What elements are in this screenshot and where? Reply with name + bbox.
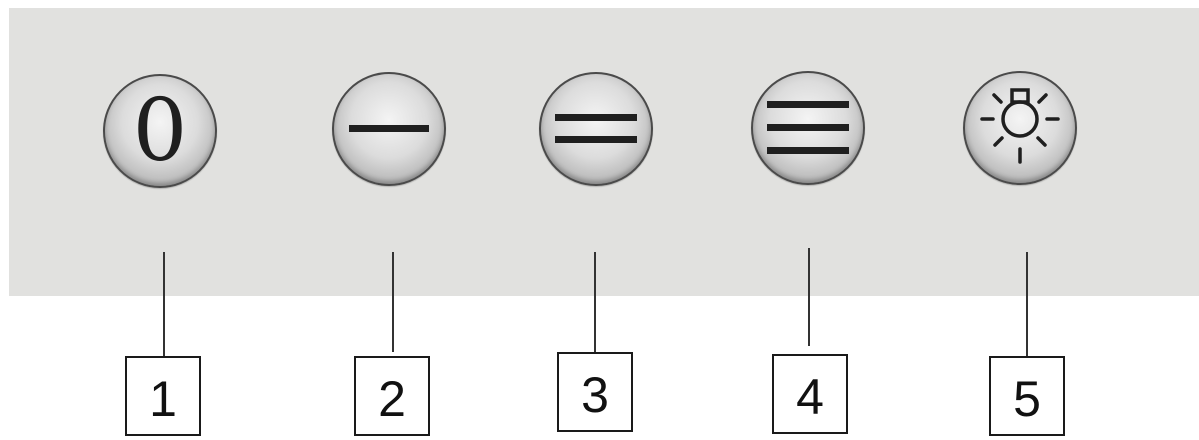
zero-icon: 0 [132, 81, 188, 181]
leader-line-2 [392, 252, 394, 352]
two-bars-icon [555, 114, 637, 143]
callout-4: 4 [772, 354, 848, 434]
callout-5: 5 [989, 356, 1065, 436]
light-bulb-icon [980, 88, 1060, 164]
off-button[interactable]: 0 [103, 74, 217, 188]
leader-line-3 [594, 252, 596, 352]
callout-3: 3 [557, 352, 633, 432]
callout-1: 1 [125, 356, 201, 436]
leader-line-5 [1026, 252, 1028, 356]
callout-2: 2 [354, 356, 430, 436]
speed-2-button[interactable] [539, 72, 653, 186]
leader-line-4 [808, 248, 810, 346]
one-bar-icon [349, 125, 429, 132]
leader-line-1 [163, 252, 165, 356]
three-bars-icon [767, 101, 849, 154]
speed-3-button[interactable] [751, 71, 865, 185]
light-button[interactable] [963, 71, 1077, 185]
speed-1-button[interactable] [332, 72, 446, 186]
